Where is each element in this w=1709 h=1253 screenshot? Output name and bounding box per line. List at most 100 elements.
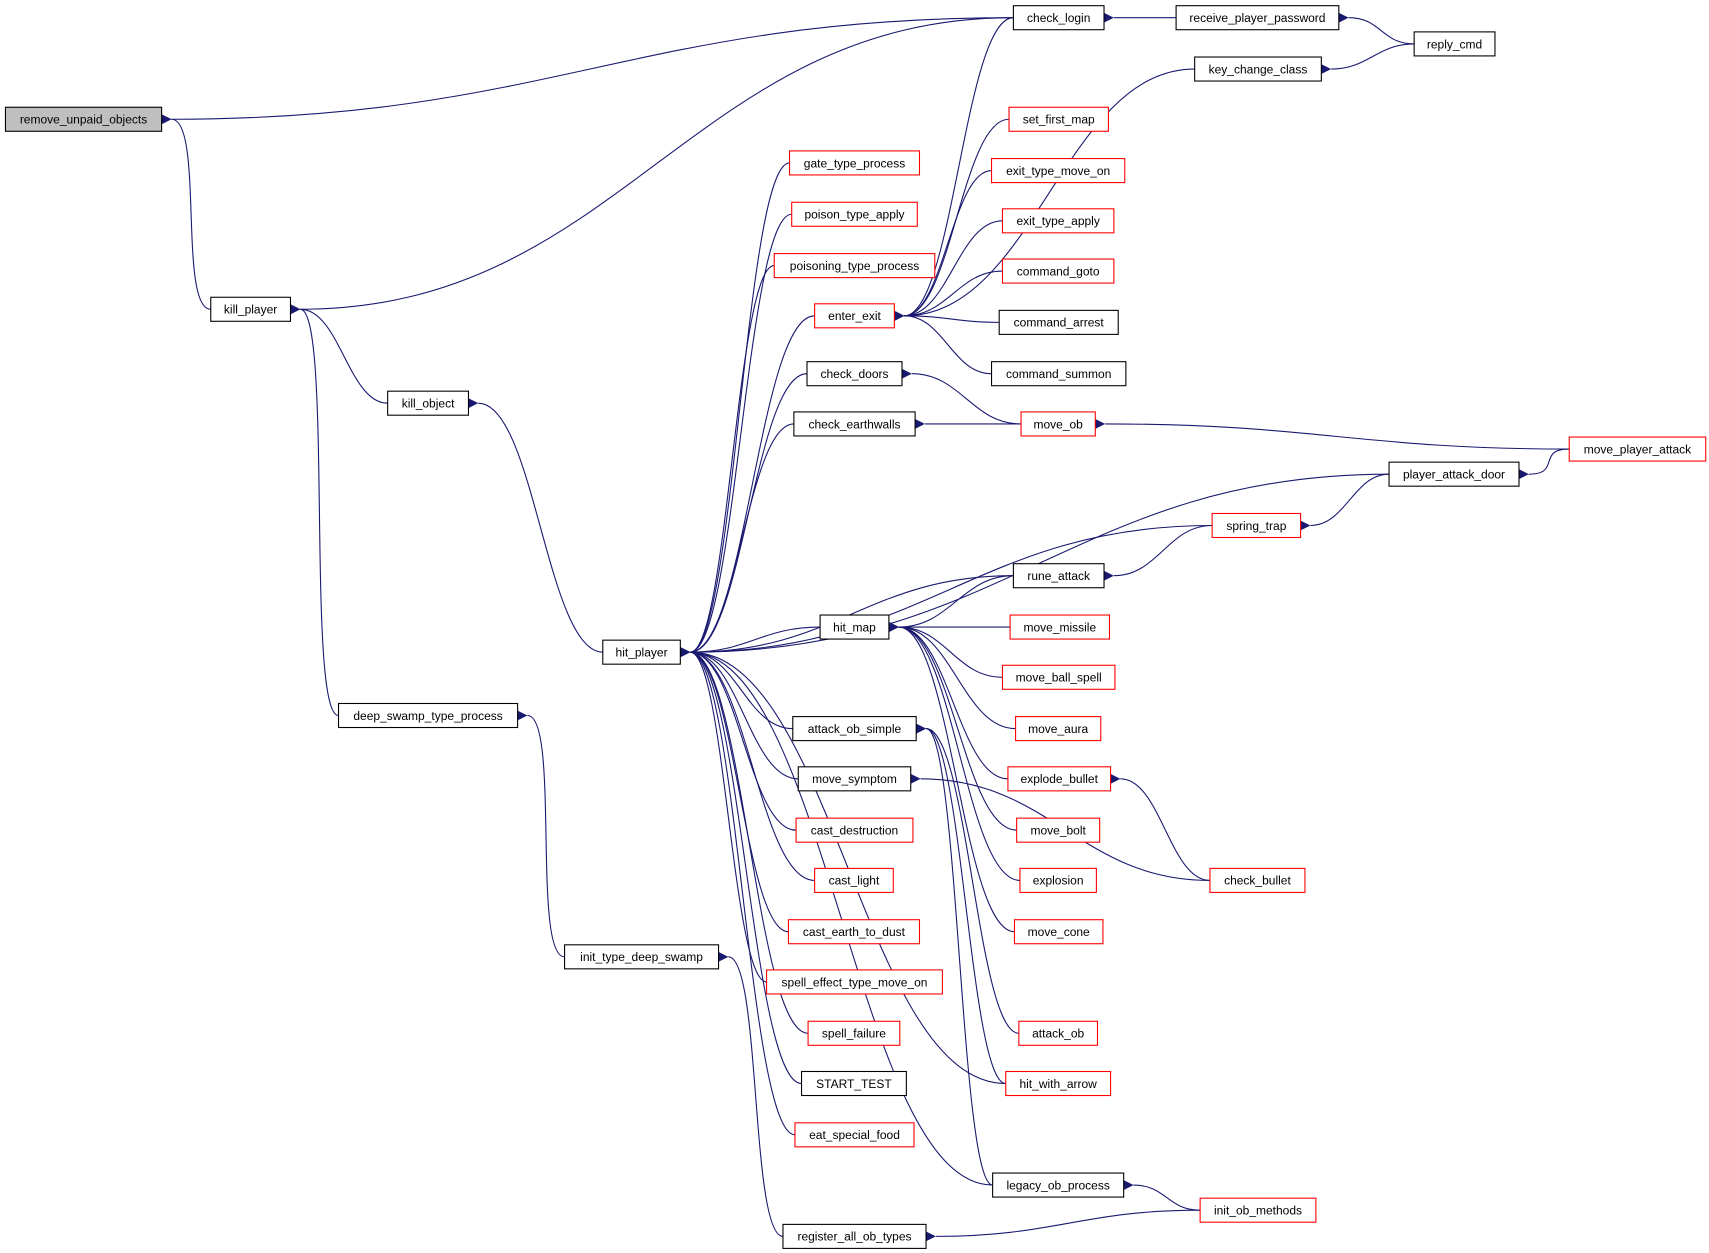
nodes-layer: remove_unpaid_objects check_login receive_… [4, 5, 1707, 1249]
node-box [1194, 56, 1322, 82]
node-hit_map[interactable]: hit_map [819, 614, 890, 640]
node-check_bullet[interactable]: check_bullet [1209, 867, 1306, 893]
node-label: poisoning_type_process [790, 259, 919, 273]
node-attack_ob[interactable]: attack_ob [1018, 1020, 1099, 1046]
node-set_first_map[interactable]: set_first_map [1008, 106, 1109, 132]
node-register_all_ob_types[interactable]: register_all_ob_types [782, 1223, 927, 1249]
node-command_arrest[interactable]: command_arrest [998, 309, 1119, 335]
node-command_summon[interactable]: command_summon [991, 361, 1127, 387]
node-START_TEST[interactable]: START_TEST [800, 1070, 907, 1097]
node-exit_type_apply[interactable]: exit_type_apply [1001, 208, 1115, 234]
node-kill_player[interactable]: kill_player [210, 296, 292, 322]
node-spring_trap[interactable]: spring_trap [1211, 512, 1302, 539]
node-check_earthwalls[interactable]: check_earthwalls [793, 411, 916, 437]
node-eat_special_food[interactable]: eat_special_food [794, 1122, 915, 1148]
node-check_login[interactable]: check_login [1012, 5, 1105, 31]
edge-attack_ob-to-attack_ob_simple [916, 723, 1019, 1034]
node-label: reply_cmd [1427, 37, 1482, 51]
node-move_bolt[interactable]: move_bolt [1016, 817, 1101, 843]
node-label: check_bullet [1224, 874, 1291, 888]
node-move_symptom[interactable]: move_symptom [797, 766, 912, 792]
node-move_cone[interactable]: move_cone [1013, 919, 1104, 945]
edge-spring_trap-to-hit_player [680, 524, 1213, 658]
node-label: START_TEST [816, 1077, 892, 1091]
node-hit_player[interactable]: hit_player [602, 639, 681, 665]
edge-player_attack_door-to-spring_trap [1300, 473, 1390, 531]
node-box [1015, 716, 1102, 742]
node-box [1012, 563, 1105, 589]
node-box [1001, 208, 1115, 234]
edge-legacy_ob_process-to-attack_ob_simple [916, 723, 993, 1186]
node-reply_cmd[interactable]: reply_cmd [1413, 31, 1496, 57]
node-box [991, 361, 1127, 387]
node-exit_type_move_on[interactable]: exit_type_move_on [991, 158, 1126, 184]
node-init_ob_methods[interactable]: init_ob_methods [1199, 1197, 1317, 1223]
node-label: poison_type_apply [804, 208, 904, 222]
edge-move_ob-to-check_doors [901, 368, 1022, 425]
edge-kill_player-to-remove_unpaid_objects [161, 114, 211, 310]
node-label: move_player_attack [1584, 442, 1692, 456]
node-spell_effect_type_move_on[interactable]: spell_effect_type_move_on [766, 969, 943, 995]
node-move_ball_spell[interactable]: move_ball_spell [1001, 664, 1116, 690]
node-label: attack_ob [1032, 1027, 1084, 1041]
node-box [1019, 867, 1097, 893]
node-init_type_deep_swamp[interactable]: init_type_deep_swamp [564, 944, 720, 970]
edge-eat_special_food-to-hit_player [680, 647, 796, 1136]
node-hit_with_arrow[interactable]: hit_with_arrow [1005, 1070, 1112, 1097]
node-gate_type_process[interactable]: gate_type_process [788, 150, 921, 176]
node-legacy_ob_process[interactable]: legacy_ob_process [992, 1172, 1125, 1198]
node-cast_light[interactable]: cast_light [814, 867, 894, 893]
node-box [1016, 817, 1101, 843]
node-remove_unpaid_objects[interactable]: remove_unpaid_objects [4, 106, 163, 132]
node-move_missile[interactable]: move_missile [1009, 614, 1111, 640]
node-label: hit_map [833, 620, 876, 634]
node-move_ob[interactable]: move_ob [1020, 411, 1096, 437]
node-move_player_attack[interactable]: move_player_attack [1568, 436, 1707, 462]
node-label: remove_unpaid_objects [20, 113, 147, 127]
node-cast_destruction[interactable]: cast_destruction [795, 817, 914, 843]
node-box [1009, 614, 1111, 640]
node-cast_earth_to_dust[interactable]: cast_earth_to_dust [787, 919, 921, 945]
node-enter_exit[interactable]: enter_exit [814, 303, 895, 329]
node-poison_type_apply[interactable]: poison_type_apply [791, 201, 918, 227]
node-box [1388, 461, 1520, 487]
node-receive_player_password[interactable]: receive_player_password [1175, 5, 1340, 31]
edge-gate_type_process-to-hit_player [680, 162, 790, 658]
node-player_attack_door[interactable]: player_attack_door [1388, 461, 1520, 487]
node-deep_swamp_type_process[interactable]: deep_swamp_type_process [337, 702, 519, 729]
edge-cast_light-to-hit_player [680, 647, 815, 881]
node-label: move_bolt [1030, 824, 1086, 838]
edge-register_all_ob_types-to-init_type_deep_swamp [718, 951, 784, 1237]
node-key_change_class[interactable]: key_change_class [1194, 56, 1322, 82]
node-poisoning_type_process[interactable]: poisoning_type_process [773, 253, 936, 279]
node-label: check_earthwalls [808, 417, 900, 431]
edge-move_ball_spell-to-hit_map [888, 622, 1003, 678]
node-explosion[interactable]: explosion [1019, 867, 1097, 893]
edge-move_aura-to-hit_map [888, 622, 1016, 730]
node-label: legacy_ob_process [1006, 1178, 1109, 1192]
node-spell_failure[interactable]: spell_failure [807, 1020, 901, 1046]
node-box [1413, 31, 1496, 57]
node-rune_attack[interactable]: rune_attack [1012, 563, 1105, 589]
edge-spell_effect_type_move_on-to-hit_player [680, 647, 767, 983]
node-move_aura[interactable]: move_aura [1015, 716, 1102, 742]
node-label: register_all_ob_types [797, 1230, 911, 1244]
node-box [1175, 5, 1340, 31]
node-command_goto[interactable]: command_goto [1001, 258, 1115, 284]
node-explode_bullet[interactable]: explode_bullet [1007, 766, 1112, 792]
node-box [1568, 436, 1707, 462]
node-box [992, 1172, 1125, 1198]
node-kill_object[interactable]: kill_object [387, 390, 470, 416]
node-box [210, 296, 292, 322]
node-box [797, 766, 912, 792]
node-box [806, 361, 903, 387]
node-label: eat_special_food [809, 1128, 900, 1142]
edge-hit_with_arrow-to-attack_ob_simple [916, 723, 1006, 1085]
node-attack_ob_simple[interactable]: attack_ob_simple [792, 716, 917, 742]
node-label: init_ob_methods [1214, 1204, 1302, 1218]
node-box [1007, 766, 1112, 792]
node-check_doors[interactable]: check_doors [806, 361, 903, 387]
edge-command_goto-to-enter_exit [894, 270, 1003, 321]
node-label: spell_failure [822, 1027, 886, 1041]
node-label: spell_effect_type_move_on [782, 975, 928, 989]
